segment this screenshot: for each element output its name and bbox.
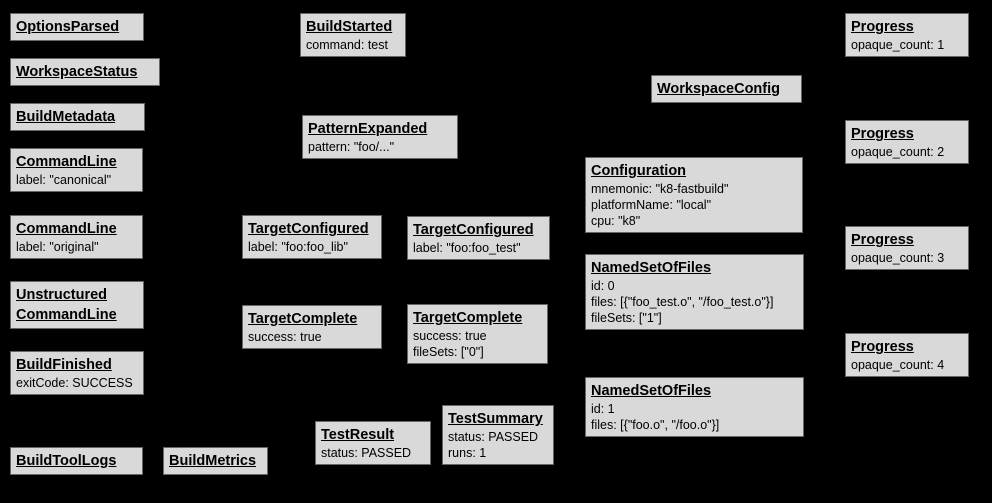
node-field: opaque_count: 3 <box>851 251 945 265</box>
node-field: opaque_count: 2 <box>851 145 945 159</box>
node-build-metadata: BuildMetadata <box>10 103 145 131</box>
node-field: command: test <box>306 38 388 52</box>
node-pattern-expanded: PatternExpanded pattern: "foo/..." <box>302 115 458 159</box>
node-named-set-of-files-0: NamedSetOfFiles id: 0 files: [{"foo_test… <box>585 254 804 330</box>
node-field: opaque_count: 4 <box>851 358 945 372</box>
node-field: status: PASSED <box>321 446 412 460</box>
node-field: id: 1 <box>591 402 615 416</box>
node-title: BuildToolLogs <box>16 453 117 469</box>
node-target-configured-foo-test: TargetConfigured label: "foo:foo_test" <box>407 216 550 260</box>
node-field: opaque_count: 1 <box>851 38 945 52</box>
node-named-set-of-files-1: NamedSetOfFiles id: 1 files: [{"foo.o", … <box>585 377 804 437</box>
node-field: exitCode: SUCCESS <box>16 376 133 390</box>
node-field: label: "foo:foo_lib" <box>248 240 348 254</box>
node-test-result: TestResult status: PASSED <box>315 421 431 465</box>
node-field: files: [{"foo_test.o", "/foo_test.o"}] <box>591 295 774 309</box>
node-title: WorkspaceStatus <box>16 64 138 80</box>
node-title: NamedSetOfFiles <box>591 260 712 276</box>
node-title: Progress <box>851 339 914 355</box>
node-target-configured-foo-lib: TargetConfigured label: "foo:foo_lib" <box>242 215 382 259</box>
node-title: CommandLine <box>16 221 117 237</box>
node-progress-4: Progress opaque_count: 4 <box>845 333 969 377</box>
node-title: BuildFinished <box>16 357 112 373</box>
node-title: Progress <box>851 126 914 142</box>
node-field: label: "foo:foo_test" <box>413 241 521 255</box>
node-options-parsed: OptionsParsed <box>10 13 144 41</box>
node-build-started: BuildStarted command: test <box>300 13 406 57</box>
node-field: cpu: "k8" <box>591 214 641 228</box>
node-build-metrics: BuildMetrics <box>163 447 268 475</box>
node-title: CommandLine <box>16 154 117 170</box>
node-title: TestSummary <box>448 411 543 427</box>
node-title: BuildMetrics <box>169 453 257 469</box>
node-progress-1: Progress opaque_count: 1 <box>845 13 969 57</box>
node-target-complete-foo-lib: TargetComplete success: true <box>242 305 382 349</box>
node-field: label: "original" <box>16 240 99 254</box>
node-field: fileSets: ["1"] <box>591 311 662 325</box>
node-test-summary: TestSummary status: PASSED runs: 1 <box>442 405 554 465</box>
node-field: files: [{"foo.o", "/foo.o"}] <box>591 418 720 432</box>
node-workspace-config: WorkspaceConfig <box>651 75 802 103</box>
node-progress-3: Progress opaque_count: 3 <box>845 226 969 270</box>
node-title: TargetConfigured <box>413 222 534 238</box>
node-field: platformName: "local" <box>591 198 712 212</box>
node-command-line-canonical: CommandLine label: "canonical" <box>10 148 143 192</box>
node-field: fileSets: ["0"] <box>413 345 484 359</box>
node-configuration: Configuration mnemonic: "k8-fastbuild" p… <box>585 157 803 233</box>
node-title: TargetComplete <box>413 310 523 326</box>
node-unstructured-command-line: Unstructured CommandLine <box>10 281 144 329</box>
node-title: BuildMetadata <box>16 109 116 125</box>
node-field: success: true <box>248 330 322 344</box>
node-title: TargetComplete <box>248 311 358 327</box>
node-target-complete-foo-test: TargetComplete success: true fileSets: [… <box>407 304 548 364</box>
node-build-finished: BuildFinished exitCode: SUCCESS <box>10 351 144 395</box>
node-title: BuildStarted <box>306 19 393 35</box>
node-title: TargetConfigured <box>248 221 369 237</box>
node-workspace-status: WorkspaceStatus <box>10 58 160 86</box>
node-title: Configuration <box>591 163 687 179</box>
node-field: status: PASSED <box>448 430 539 444</box>
node-title: PatternExpanded <box>308 121 428 137</box>
node-title: Unstructured CommandLine <box>16 287 117 323</box>
node-progress-2: Progress opaque_count: 2 <box>845 120 969 164</box>
node-field: mnemonic: "k8-fastbuild" <box>591 182 729 196</box>
node-title: Progress <box>851 19 914 35</box>
node-title: WorkspaceConfig <box>657 81 781 97</box>
node-field: success: true <box>413 329 487 343</box>
node-title: Progress <box>851 232 914 248</box>
node-title: TestResult <box>321 427 395 443</box>
node-field: label: "canonical" <box>16 173 112 187</box>
node-build-tool-logs: BuildToolLogs <box>10 447 143 475</box>
node-field: runs: 1 <box>448 446 487 460</box>
node-command-line-original: CommandLine label: "original" <box>10 215 143 259</box>
node-title: NamedSetOfFiles <box>591 383 712 399</box>
node-title: OptionsParsed <box>16 19 120 35</box>
node-field: pattern: "foo/..." <box>308 140 395 154</box>
node-field: id: 0 <box>591 279 615 293</box>
